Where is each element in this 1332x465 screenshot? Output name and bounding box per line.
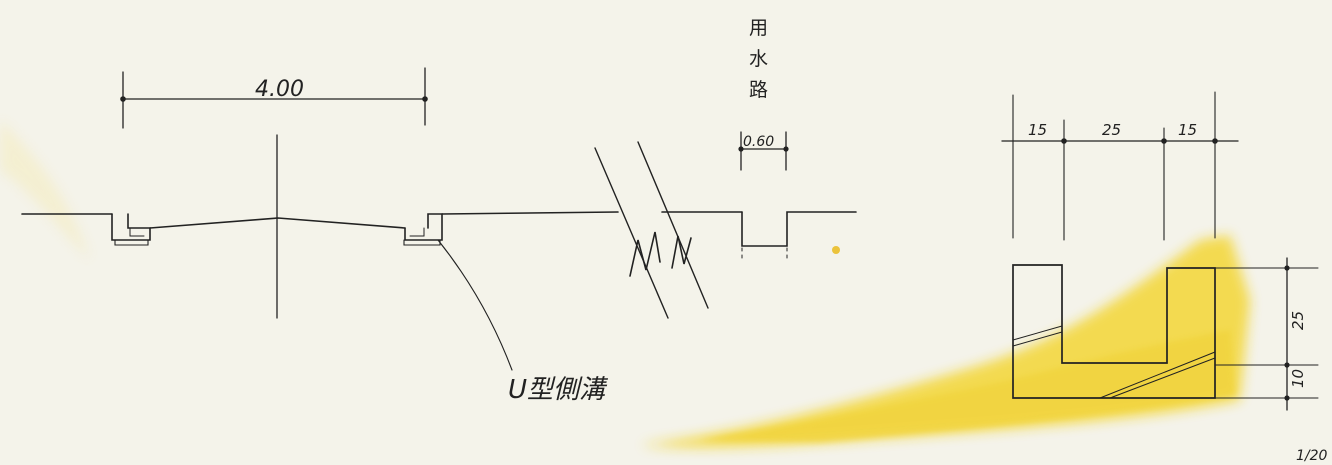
left-u-gutter [111,213,151,241]
scale-label: 1/20 [1296,448,1328,464]
road-surface [149,217,406,229]
canal-title-char-3: 路 [749,79,768,101]
break-line-2 [637,141,709,309]
detail-dim-base: 10 [1289,369,1307,388]
canal-width-label: 0.60 [743,134,774,150]
gutter-detail [1001,91,1319,411]
right-u-gutter [404,213,443,241]
ground-line-right [441,211,619,215]
detail-dim-right: 15 [1178,121,1197,139]
detail-dim-center: 25 [1102,121,1121,139]
u-gutter-section [1012,264,1216,399]
detail-dim-height: 25 [1289,311,1307,330]
gutter-callout-label: U型側溝 [508,375,609,405]
canal-title-char-1: 用 [749,17,768,39]
break-symbol [629,231,661,277]
road-width-label: 4.00 [255,77,304,102]
irrigation-canal [741,211,857,247]
road-cross-section [21,67,857,371]
gutter-leader-line [437,239,513,371]
detail-dim-left: 15 [1028,121,1047,139]
ink-drop-mark [832,246,840,254]
watercolor-wash [0,120,1250,448]
break-line-1 [594,147,669,319]
canal-title-char-2: 水 [749,48,768,70]
